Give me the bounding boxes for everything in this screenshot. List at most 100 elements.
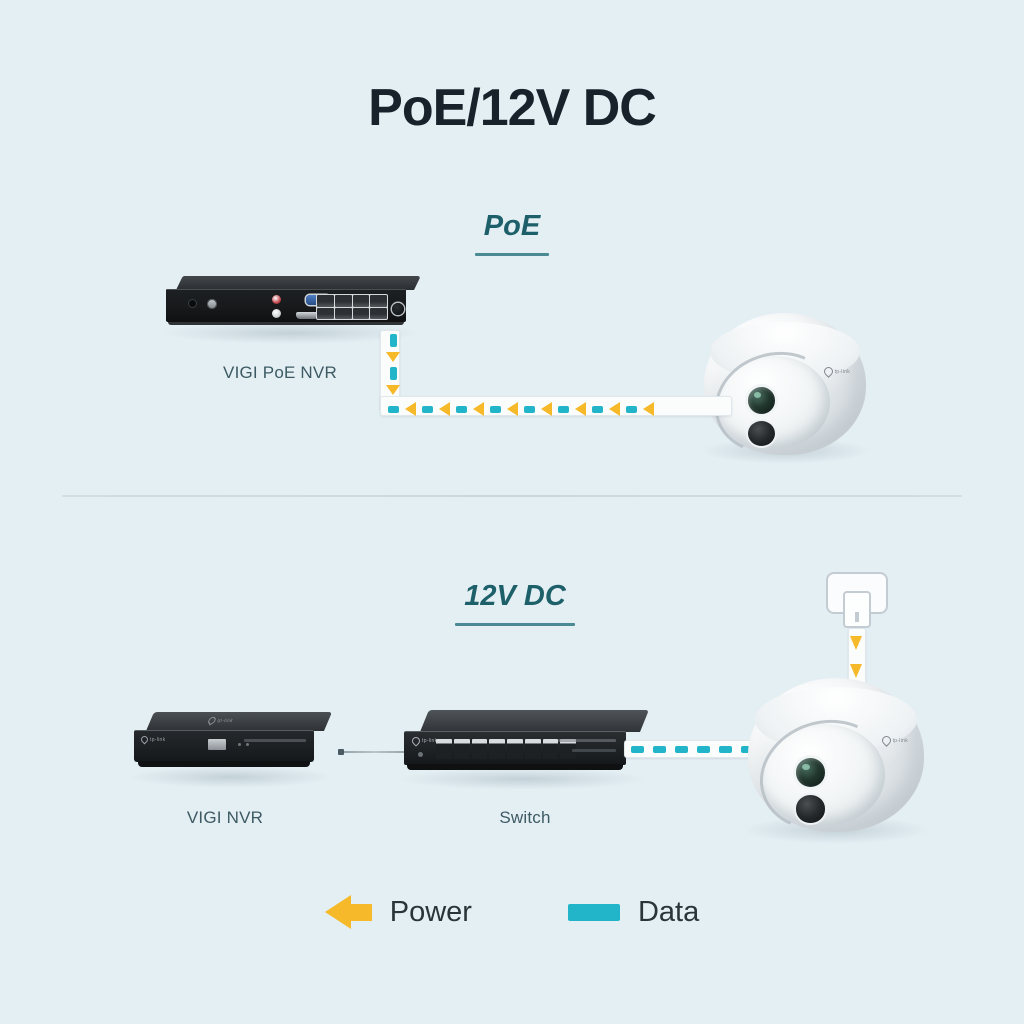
tp-link-logo: tp-link xyxy=(821,365,850,378)
ethernet-port xyxy=(560,739,576,759)
switch-port-bank[interactable] xyxy=(436,739,576,759)
data-dash-icon xyxy=(389,367,397,380)
ethernet-port xyxy=(542,739,559,759)
poe-port xyxy=(334,307,352,319)
device-camera-poe[interactable]: tp-link xyxy=(701,313,866,469)
data-dash-icon xyxy=(697,746,710,753)
switch-base xyxy=(407,764,623,770)
power-arrow-icon xyxy=(405,402,416,416)
bar-icon xyxy=(567,903,620,921)
heading-underline xyxy=(455,623,575,626)
tp-link-logo-text: tp-link xyxy=(834,368,850,375)
data-dash-icon xyxy=(741,746,754,753)
device-switch[interactable]: tp-link xyxy=(404,710,649,776)
ethernet-port xyxy=(453,739,470,759)
poe-port xyxy=(352,307,370,319)
power-arrow-icon xyxy=(473,402,484,416)
camera-ir-led-icon xyxy=(795,795,826,823)
device-camera-dc[interactable]: tp-link xyxy=(745,678,924,847)
nvr-base xyxy=(138,761,310,767)
power-arrow-icon xyxy=(386,385,400,395)
tp-link-logo-front: tp-link xyxy=(139,734,166,745)
label-vigi-poe-nvr: VIGI PoE NVR xyxy=(223,363,337,382)
ethernet-port xyxy=(524,739,541,759)
tp-link-logo: tp-link xyxy=(410,735,438,747)
label-vigi-nvr: VIGI NVR xyxy=(186,808,264,827)
data-dash-icon xyxy=(490,405,501,413)
power-arrow-icon xyxy=(850,664,862,678)
model-print xyxy=(558,739,616,742)
usb-port-icon xyxy=(208,739,226,750)
legend-label-power: Power xyxy=(389,895,472,928)
section-heading-12vdc-text: 12V DC xyxy=(464,580,566,612)
status-led-icon xyxy=(418,752,423,757)
antenna-connector-icon xyxy=(207,299,217,309)
tp-link-logo-text: tp-link xyxy=(422,738,438,744)
tp-link-mark-icon xyxy=(821,365,835,378)
tp-link-mark-icon xyxy=(207,715,217,726)
link-endpoint xyxy=(338,749,344,755)
nvr-rear-panel xyxy=(166,289,406,322)
nvr-top-panel: tp-link xyxy=(146,712,333,731)
power-arrow-icon xyxy=(575,402,586,416)
hdmi-port-icon xyxy=(296,312,318,319)
data-dash-icon xyxy=(422,405,433,413)
audio-in-port-icon xyxy=(272,309,281,318)
section-heading-poe-text: PoE xyxy=(483,210,541,242)
tp-link-logo-text: tp-link xyxy=(150,736,166,743)
model-print xyxy=(244,739,306,742)
legend-item-power: Power xyxy=(324,895,472,929)
poe-port xyxy=(317,295,334,307)
ethernet-port xyxy=(436,739,452,759)
adapter-plug-icon xyxy=(843,590,871,629)
camera-ir-led-icon xyxy=(747,420,776,447)
heading-underline xyxy=(475,253,549,256)
arrow-tail xyxy=(349,903,372,921)
tp-link-mark-icon xyxy=(879,734,893,747)
poe-port xyxy=(352,295,370,307)
device-vigi-nvr[interactable]: tp-link tp-link xyxy=(134,712,333,774)
audio-out-port-icon xyxy=(272,295,281,304)
dc-in-port-icon xyxy=(392,303,404,315)
data-dash-icon xyxy=(524,405,535,413)
camera-lens-icon xyxy=(795,758,826,788)
data-dash-icon xyxy=(456,405,467,413)
power-arrow-icon xyxy=(439,402,450,416)
nvr-top-panel xyxy=(176,276,421,290)
cable-nvr-to-switch xyxy=(338,749,412,755)
device-power-adapter[interactable] xyxy=(826,572,888,644)
data-dash-icon xyxy=(558,405,569,413)
power-arrow-icon xyxy=(541,402,552,416)
data-dash-icon xyxy=(719,746,732,753)
link-line xyxy=(342,751,408,753)
poe-port-bank[interactable] xyxy=(316,294,388,320)
device-vigi-poe-nvr[interactable] xyxy=(166,276,421,330)
tp-link-logo-text: tp-link xyxy=(216,717,235,724)
power-arrow-icon xyxy=(850,636,862,650)
tp-link-logo: tp-link xyxy=(879,734,908,747)
page-title: PoE/12V DC xyxy=(368,79,657,137)
label-switch: Switch xyxy=(499,808,551,827)
legend: Power Data xyxy=(0,895,1024,929)
section-heading-12vdc: 12V DC xyxy=(420,580,610,626)
power-arrow-icon xyxy=(386,352,400,362)
legend-label-data: Data xyxy=(637,895,700,928)
status-led-icon xyxy=(246,743,249,746)
cable-flow-indicators xyxy=(388,402,654,416)
power-arrow-legend-icon xyxy=(324,895,372,929)
switch-front-panel: tp-link xyxy=(404,731,626,765)
tp-link-mark-icon xyxy=(139,734,150,745)
data-dash-icon xyxy=(592,405,603,413)
poe-port xyxy=(370,307,387,319)
nvr-front-panel: tp-link xyxy=(134,730,314,762)
cable-poe-horizontal xyxy=(380,396,732,416)
ethernet-port xyxy=(489,739,505,759)
spec-print xyxy=(572,749,616,752)
adapter-neck xyxy=(854,612,860,623)
data-dash-icon xyxy=(675,746,688,753)
camera-lens-icon xyxy=(747,386,776,414)
data-dash-icon xyxy=(631,746,644,753)
legend-item-data: Data xyxy=(567,895,700,929)
power-arrow-icon xyxy=(609,402,620,416)
